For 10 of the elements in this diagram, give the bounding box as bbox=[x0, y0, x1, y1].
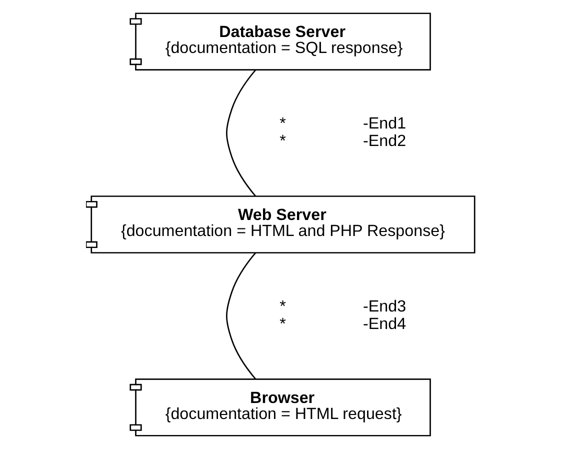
label: -End1 bbox=[362, 114, 406, 132]
label: -End2 bbox=[362, 132, 406, 150]
connector bbox=[226, 70, 256, 197]
label: * bbox=[279, 132, 286, 150]
label: * bbox=[279, 314, 286, 333]
label: -End3 bbox=[362, 297, 406, 316]
connector bbox=[226, 252, 256, 380]
label: * bbox=[279, 114, 286, 132]
label: -End4 bbox=[362, 314, 406, 333]
label: * bbox=[279, 297, 286, 316]
